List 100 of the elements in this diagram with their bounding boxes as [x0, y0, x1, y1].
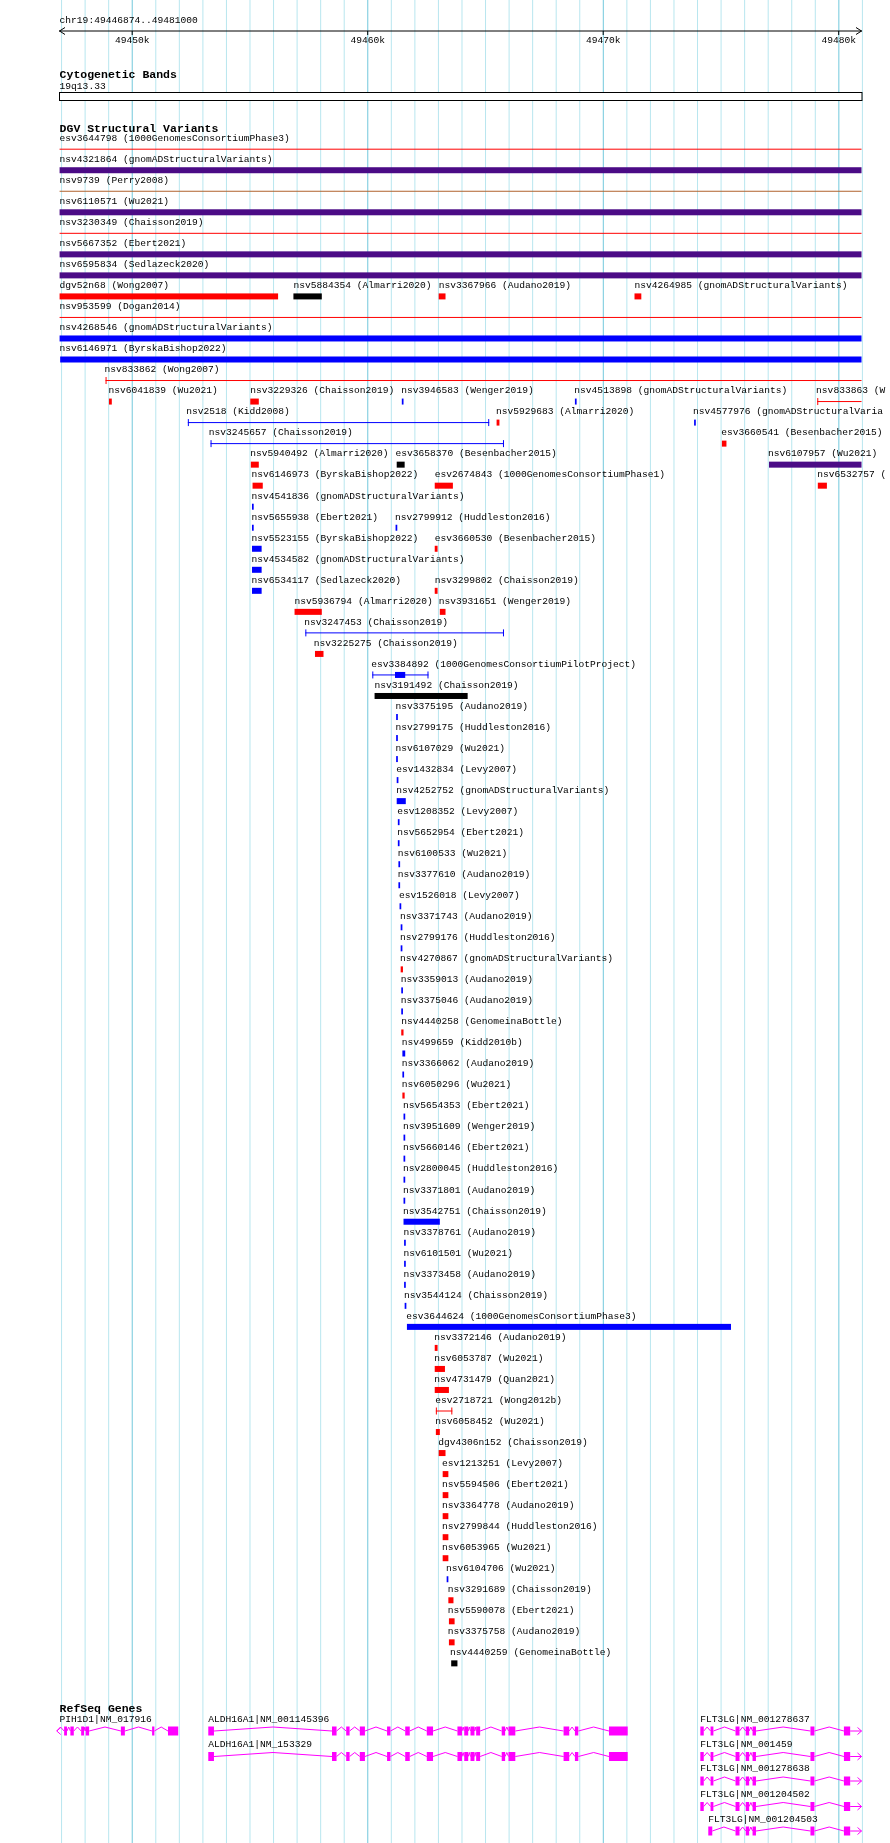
gene-label: PIH1D1|NM_017916 — [59, 1713, 152, 1726]
variant-label: dgv52n68 (Wong2007) — [59, 280, 169, 293]
variant-label: nsv3364778 (Audano2019) — [442, 1499, 575, 1512]
gene-label: FLT3LG|NM_001278638 — [700, 1762, 810, 1775]
variant-label: esv2674843 (1000GenomesConsortiumPhase1) — [434, 469, 665, 482]
variant-label: nsv3225275 (Chaisson2019) — [313, 637, 458, 650]
variant-label: nsv3931651 (Wenger2019) — [438, 595, 572, 608]
variant-label: nsv3377610 (Audano2019) — [397, 869, 531, 882]
variant-label: esv2718721 (Wong2012b) — [435, 1394, 562, 1407]
variant-label: nsv5594506 (Ebert2021) — [442, 1478, 569, 1491]
variant-label: nsv6532757 ( — [817, 469, 887, 482]
variant-label: nsv5667352 (Ebert2021) — [59, 238, 187, 251]
variant-label: esv1213251 (Levy2007) — [442, 1457, 563, 1470]
variant-label: nsv833863 (W — [816, 385, 886, 398]
variant-label: nsv6100533 (Wu2021) — [397, 848, 508, 860]
variant-label: nsv5936794 (Almarri2020) — [294, 595, 433, 608]
variant-label: esv1526018 (Levy2007) — [398, 890, 520, 903]
variant-label: nsv5660146 (Ebert2021) — [402, 1142, 530, 1155]
variant-label: nsv3229326 (Chaisson2019) — [250, 385, 395, 398]
variant-label: nsv3375195 (Audano2019) — [395, 700, 528, 713]
variant-label: nsv3366062 (Audano2019) — [401, 1058, 535, 1071]
variant-label: nsv3372146 (Audano2019) — [434, 1331, 567, 1344]
variant-label: nsv3946583 (Wenger2019) — [401, 385, 534, 398]
variant-label: nsv3375758 (Audano2019) — [447, 1626, 581, 1639]
variant-label: nsv5654353 (Ebert2021) — [402, 1100, 530, 1113]
variant-label: nsv6053965 (Wu2021) — [442, 1542, 552, 1554]
tick-label: 49460k — [350, 35, 386, 47]
gene-label: FLT3LG|NM_001459 — [700, 1738, 793, 1751]
variant-label: nsv2799912 (Huddleston2016) — [395, 511, 551, 524]
variant-label: nsv6146971 (ByrskaBishop2022) — [59, 343, 227, 356]
variant-label: nsv4264985 (gnomADStructuralVariants) — [634, 280, 848, 293]
track-heading: DGV Structural Variants — [59, 121, 219, 135]
variant-label: esv3384892 (1000GenomesConsortiumPilotProject) — [371, 658, 636, 671]
variant-label: nsv5940492 (Almarri2020) — [250, 448, 389, 461]
variant-label: esv3660530 (Besenbacher2015) — [434, 532, 596, 545]
variant-label: nsv3373458 (Audano2019) — [403, 1268, 536, 1281]
variant-label: nsv5929683 (Almarri2020) — [496, 406, 635, 419]
variant-label: nsv2799175 (Huddleston2016) — [395, 721, 551, 734]
variant-label: nsv6107029 (Wu2021) — [395, 742, 505, 755]
variant-label: nsv3299802 (Chaisson2019) — [434, 574, 579, 587]
variant-label: nsv6146973 (ByrskaBishop2022) — [251, 469, 419, 482]
variant-label: nsv3359013 (Audano2019) — [400, 974, 534, 987]
variant-label: nsv4252752 (gnomADStructuralVariants) — [396, 784, 610, 797]
variant-label: nsv4513898 (gnomADStructuralVariants) — [574, 385, 788, 398]
variant-label: esv3644798 (1000GenomesConsortiumPhase3) — [59, 133, 290, 145]
variant-label: nsv6058452 (Wu2021) — [435, 1415, 545, 1428]
variant-label: nsv5652954 (Ebert2021) — [397, 827, 524, 839]
variant-label: nsv3544124 (Chaisson2019) — [404, 1289, 548, 1302]
variant-label: nsv4440258 (GenomeinaBottle) — [401, 1016, 563, 1029]
variant-label: nsv4270867 (gnomADStructuralVariants) — [400, 953, 614, 966]
variant-label: nsv3951609 (Wenger2019) — [402, 1121, 536, 1134]
variant-label: nsv3291689 (Chaisson2019) — [447, 1584, 592, 1597]
tick-label: 49480k — [821, 35, 857, 47]
variant-label: nsv6107957 (Wu2021) — [767, 448, 878, 461]
tick-label: 49470k — [586, 35, 621, 47]
label: chr19:49446874..49481000 — [59, 15, 198, 27]
variant-label: nsv3375046 (Audano2019) — [400, 995, 534, 1008]
variant-label: nsv6110571 (Wu2021) — [59, 196, 169, 209]
variant-label: nsv953599 (Dogan2014) — [59, 301, 181, 314]
variant-label: nsv5884354 (Almarri2020) — [293, 280, 432, 293]
variant-label: nsv3245657 (Chaisson2019) — [208, 427, 353, 440]
variant-label: esv3644624 (1000GenomesConsortiumPhase3) — [406, 1310, 637, 1323]
variant-label: nsv2800045 (Huddleston2016) — [402, 1163, 559, 1176]
variant-label: nsv6101501 (Wu2021) — [403, 1247, 513, 1260]
variant-label: nsv3542751 (Chaisson2019) — [402, 1205, 547, 1218]
variant-label: nsv5523155 (ByrskaBishop2022) — [251, 532, 419, 545]
variant-label: dgv4306n152 (Chaisson2019) — [438, 1436, 588, 1449]
gene-label: ALDH16A1|NM_153329 — [208, 1738, 312, 1751]
track-heading: Cytogenetic Bands — [59, 67, 177, 81]
variant-label: nsv4731479 (Quan2021) — [434, 1373, 556, 1386]
gene-label: FLT3LG|NM_001204502 — [700, 1788, 810, 1801]
variant-label: nsv2799844 (Huddleston2016) — [442, 1520, 598, 1533]
variant-label: nsv3367966 (Audano2019) — [438, 280, 572, 293]
variant-label: nsv833862 (Wong2007) — [104, 364, 220, 377]
variant-label: nsv3230349 (Chaisson2019) — [59, 217, 204, 230]
variant-label: nsv5655938 (Ebert2021) — [251, 511, 379, 524]
variant-label: nsv3371801 (Audano2019) — [402, 1184, 536, 1197]
variant-label: esv3660541 (Besenbacher2015) — [721, 427, 883, 440]
variant-label: nsv4534582 (gnomADStructuralVariants) — [251, 553, 465, 566]
variant-label: nsv2518 (Kidd2008) — [186, 406, 290, 419]
variant-label: esv3658370 (Besenbacher2015) — [395, 448, 557, 461]
label: 19q13.33 — [59, 80, 106, 93]
variant-label: nsv3247453 (Chaisson2019) — [304, 616, 449, 629]
variant-label: nsv6534117 (Sedlazeck2020) — [251, 574, 402, 587]
variant-label: nsv6050296 (Wu2021) — [401, 1079, 512, 1092]
variant-label: nsv2799176 (Huddleston2016) — [400, 932, 556, 945]
variant-label: nsv3378761 (Audano2019) — [403, 1226, 536, 1239]
variant-label: esv1432834 (Levy2007) — [396, 763, 518, 776]
variant-label: nsv3371743 (Audano2019) — [400, 911, 533, 924]
variant-label: nsv6595834 (Sedlazeck2020) — [59, 259, 210, 272]
variant-label: nsv6104706 (Wu2021) — [446, 1563, 556, 1576]
gene-label: FLT3LG|NM_001278637 — [700, 1713, 810, 1726]
gene-label: FLT3LG|NM_001204503 — [708, 1813, 818, 1826]
track-heading: RefSeq Genes — [59, 1701, 143, 1715]
variant-label: nsv9739 (Perry2008) — [59, 175, 169, 188]
variant-label: nsv4577976 (gnomADStructuralVaria — [692, 406, 883, 419]
variant-label: nsv4268546 (gnomADStructuralVariants) — [59, 322, 273, 335]
variant-label: nsv4321864 (gnomADStructuralVariants) — [59, 154, 273, 166]
tick-label: 49450k — [114, 35, 150, 47]
variant-label: nsv3191492 (Chaisson2019) — [374, 679, 519, 692]
